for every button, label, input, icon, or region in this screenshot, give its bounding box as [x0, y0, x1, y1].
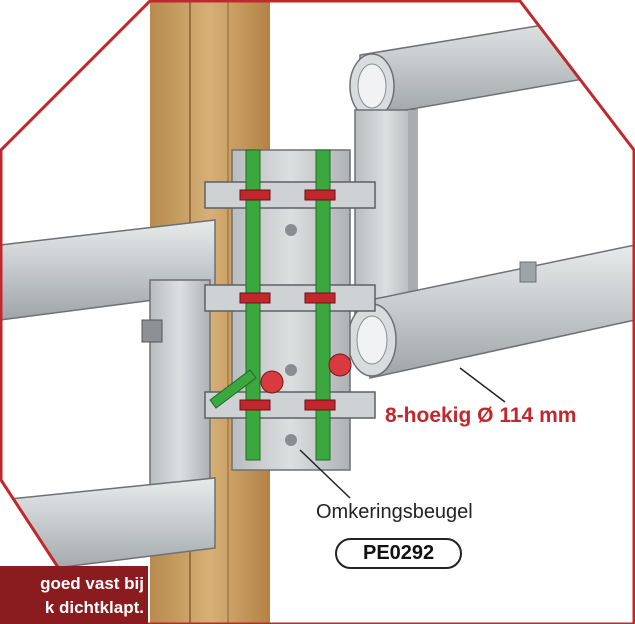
red-nuts — [239, 189, 336, 411]
pipe-lower-left — [0, 477, 216, 576]
green-rods — [209, 149, 331, 461]
part-number-badge: PE0292 — [335, 538, 463, 569]
bracket-leader-line — [299, 449, 351, 499]
vertical-bracket-left — [141, 279, 211, 511]
red-knob-icon — [260, 353, 352, 394]
octagon-leader-line — [459, 367, 506, 403]
bracket-name-label: Omkeringsbeugel — [316, 501, 473, 523]
banner-line-2: k dichtklapt. — [44, 598, 144, 617]
warning-banner: goed vast bij k dichtklapt. — [0, 566, 148, 624]
banner-line-1: goed vast bij — [40, 574, 144, 593]
octagon-size-label: 8-hoekig Ø 114 mm — [385, 404, 577, 427]
clamps — [204, 181, 376, 419]
